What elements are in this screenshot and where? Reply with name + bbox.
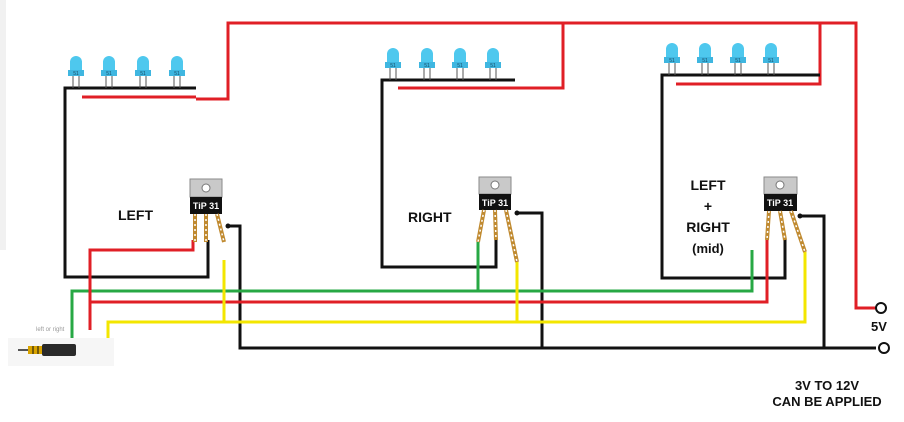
terminal-positive-icon <box>875 302 887 314</box>
led-chip-label: 51 <box>106 71 112 77</box>
blue-led-icon <box>697 43 713 75</box>
led-chip-label: 51 <box>73 71 79 77</box>
led-group-mid <box>664 43 779 75</box>
transistor-label: TiP 31 <box>482 198 508 208</box>
transistor-label: TiP 31 <box>193 201 219 211</box>
blue-led-icon <box>730 43 746 75</box>
led-chip-label: 51 <box>424 63 430 69</box>
tip31-transistor-icon: TiP 31 <box>476 176 520 263</box>
led-chip-label: 51 <box>669 58 675 64</box>
blue-led-icon <box>664 43 680 75</box>
blue-led-icon <box>485 48 501 80</box>
blue-led-icon <box>385 48 401 80</box>
led-chip-label: 51 <box>490 63 496 69</box>
led-chip-label: 51 <box>390 63 396 69</box>
blue-led-icon <box>419 48 435 80</box>
led-chip-label: 51 <box>140 71 146 77</box>
led-chip-label: 51 <box>174 71 180 77</box>
stage-label-mid-line: (mid) <box>692 241 724 256</box>
audio-jack-icon <box>8 338 114 366</box>
stage-label-mid: LEFT + RIGHT (mid) <box>672 175 744 259</box>
supply-note-line: 3V TO 12V <box>794 378 860 393</box>
stage-label-left: LEFT <box>118 207 153 223</box>
terminal-ground-icon <box>878 342 890 354</box>
blue-led-icon <box>68 56 84 88</box>
led-chip-label: 51 <box>735 58 741 64</box>
led-labels: 51 51 51 51 51 51 51 51 51 51 51 51 <box>73 58 774 77</box>
red-supply-wire <box>82 21 876 310</box>
blue-led-icon <box>135 56 151 88</box>
led-chip-label: 51 <box>768 58 774 64</box>
blue-led-icon <box>452 48 468 80</box>
led-chip-label: 51 <box>457 63 463 69</box>
blue-led-icon <box>101 56 117 88</box>
blue-led-icon <box>169 56 185 88</box>
red-left-channel-wire <box>88 240 195 330</box>
red-mid-channel-wire <box>90 240 769 304</box>
transistor-label: TiP 31 <box>767 198 793 208</box>
led-chip-label: 51 <box>702 58 708 64</box>
led-group-left <box>68 56 185 88</box>
stage-label-mid-line: RIGHT <box>686 219 730 235</box>
terminal-5v-label: 5V <box>871 319 887 334</box>
supply-note: 3V TO 12V CAN BE APPLIED <box>760 378 894 410</box>
black-led-returns <box>63 73 820 280</box>
stage-label-mid-line: LEFT <box>690 177 726 193</box>
supply-note-line: CAN BE APPLIED <box>772 394 882 409</box>
yellow-common-wire <box>106 252 807 345</box>
green-right-channel-wire <box>70 242 480 347</box>
blue-led-icon <box>763 43 779 75</box>
jack-label: left or right <box>36 327 65 333</box>
black-ground-wire <box>228 211 876 350</box>
tip31-transistor-icon: TiP 31 <box>189 178 231 243</box>
left-edge-strip <box>0 0 6 250</box>
stage-label-right: RIGHT <box>408 209 452 225</box>
stage-label-mid-line: + <box>703 198 713 214</box>
green-mid-channel-wire <box>478 250 754 293</box>
led-group-right <box>385 48 501 80</box>
tip31-transistor-icon: TiP 31 <box>763 176 807 253</box>
